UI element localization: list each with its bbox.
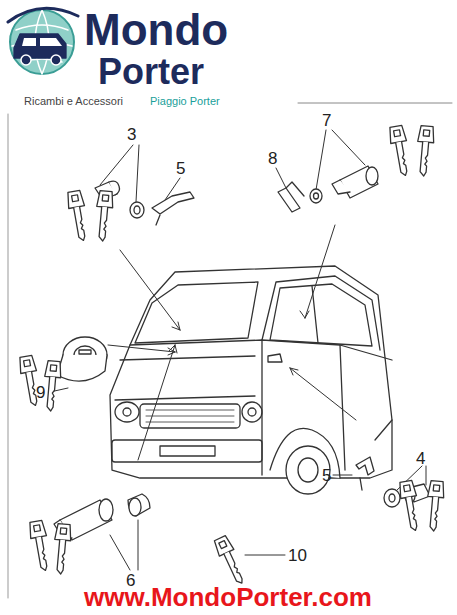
lock-parts (18, 125, 445, 587)
logo-icon (8, 8, 78, 74)
website-url: www.MondoPorter.com (84, 584, 372, 610)
logo-text: Ricambi e Accessori (24, 96, 123, 107)
callout-number: 5 (322, 467, 331, 484)
logo-text: Mondo (84, 8, 228, 52)
key-symbol (66, 190, 90, 242)
logo-text: Piaggio Porter (150, 96, 220, 107)
key-symbol (398, 480, 422, 532)
key-symbol (94, 190, 114, 241)
pointer-lines (108, 225, 356, 460)
leader-lines (50, 130, 426, 570)
callout-number: 10 (288, 547, 307, 564)
callout-number: 4 (416, 450, 425, 467)
van-outline (110, 266, 392, 494)
key-symbol (388, 125, 412, 177)
key-symbol (213, 535, 249, 587)
key-symbol (425, 480, 445, 531)
key-symbol (415, 125, 435, 176)
callout-number: 3 (127, 126, 136, 143)
key-symbol (28, 520, 52, 572)
callout-number: 5 (176, 160, 185, 177)
key-symbol (52, 523, 72, 574)
callout-number: 7 (322, 112, 331, 129)
callout-number: 8 (268, 150, 277, 167)
callout-number: 9 (36, 384, 45, 401)
logo-text: Porter (98, 54, 204, 90)
